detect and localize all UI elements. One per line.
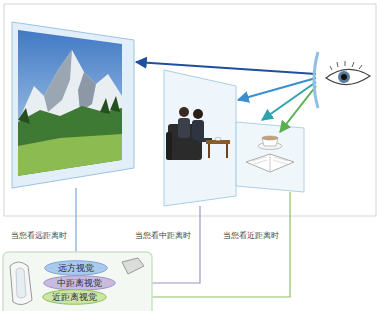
far-picture — [12, 22, 134, 188]
ellipse-shape — [45, 261, 108, 276]
distance-label: 当您看远距离时 — [10, 231, 68, 241]
ellipse-shape — [42, 290, 106, 305]
vision-ellipse: 远方视觉 — [44, 260, 108, 276]
vision-ellipse: 近距离视觉 — [42, 289, 107, 305]
distance-label: 当您看中距离时 — [134, 231, 192, 241]
lens-panel — [3, 252, 152, 311]
zone-label: 远方视觉 — [58, 263, 94, 273]
zone-label: 近距离视觉 — [52, 292, 97, 302]
vision-ellipse: 中距离视觉 — [43, 275, 116, 291]
ellipse-shape — [43, 276, 115, 291]
zone-label: 中距离视觉 — [57, 278, 102, 288]
scene-frame — [4, 4, 376, 216]
near-scene — [236, 122, 304, 192]
middle-scene — [164, 70, 236, 206]
distance-label: 当您看近距离时 — [222, 231, 280, 241]
eye-symbol — [314, 52, 370, 108]
sight-arrows — [136, 62, 316, 132]
